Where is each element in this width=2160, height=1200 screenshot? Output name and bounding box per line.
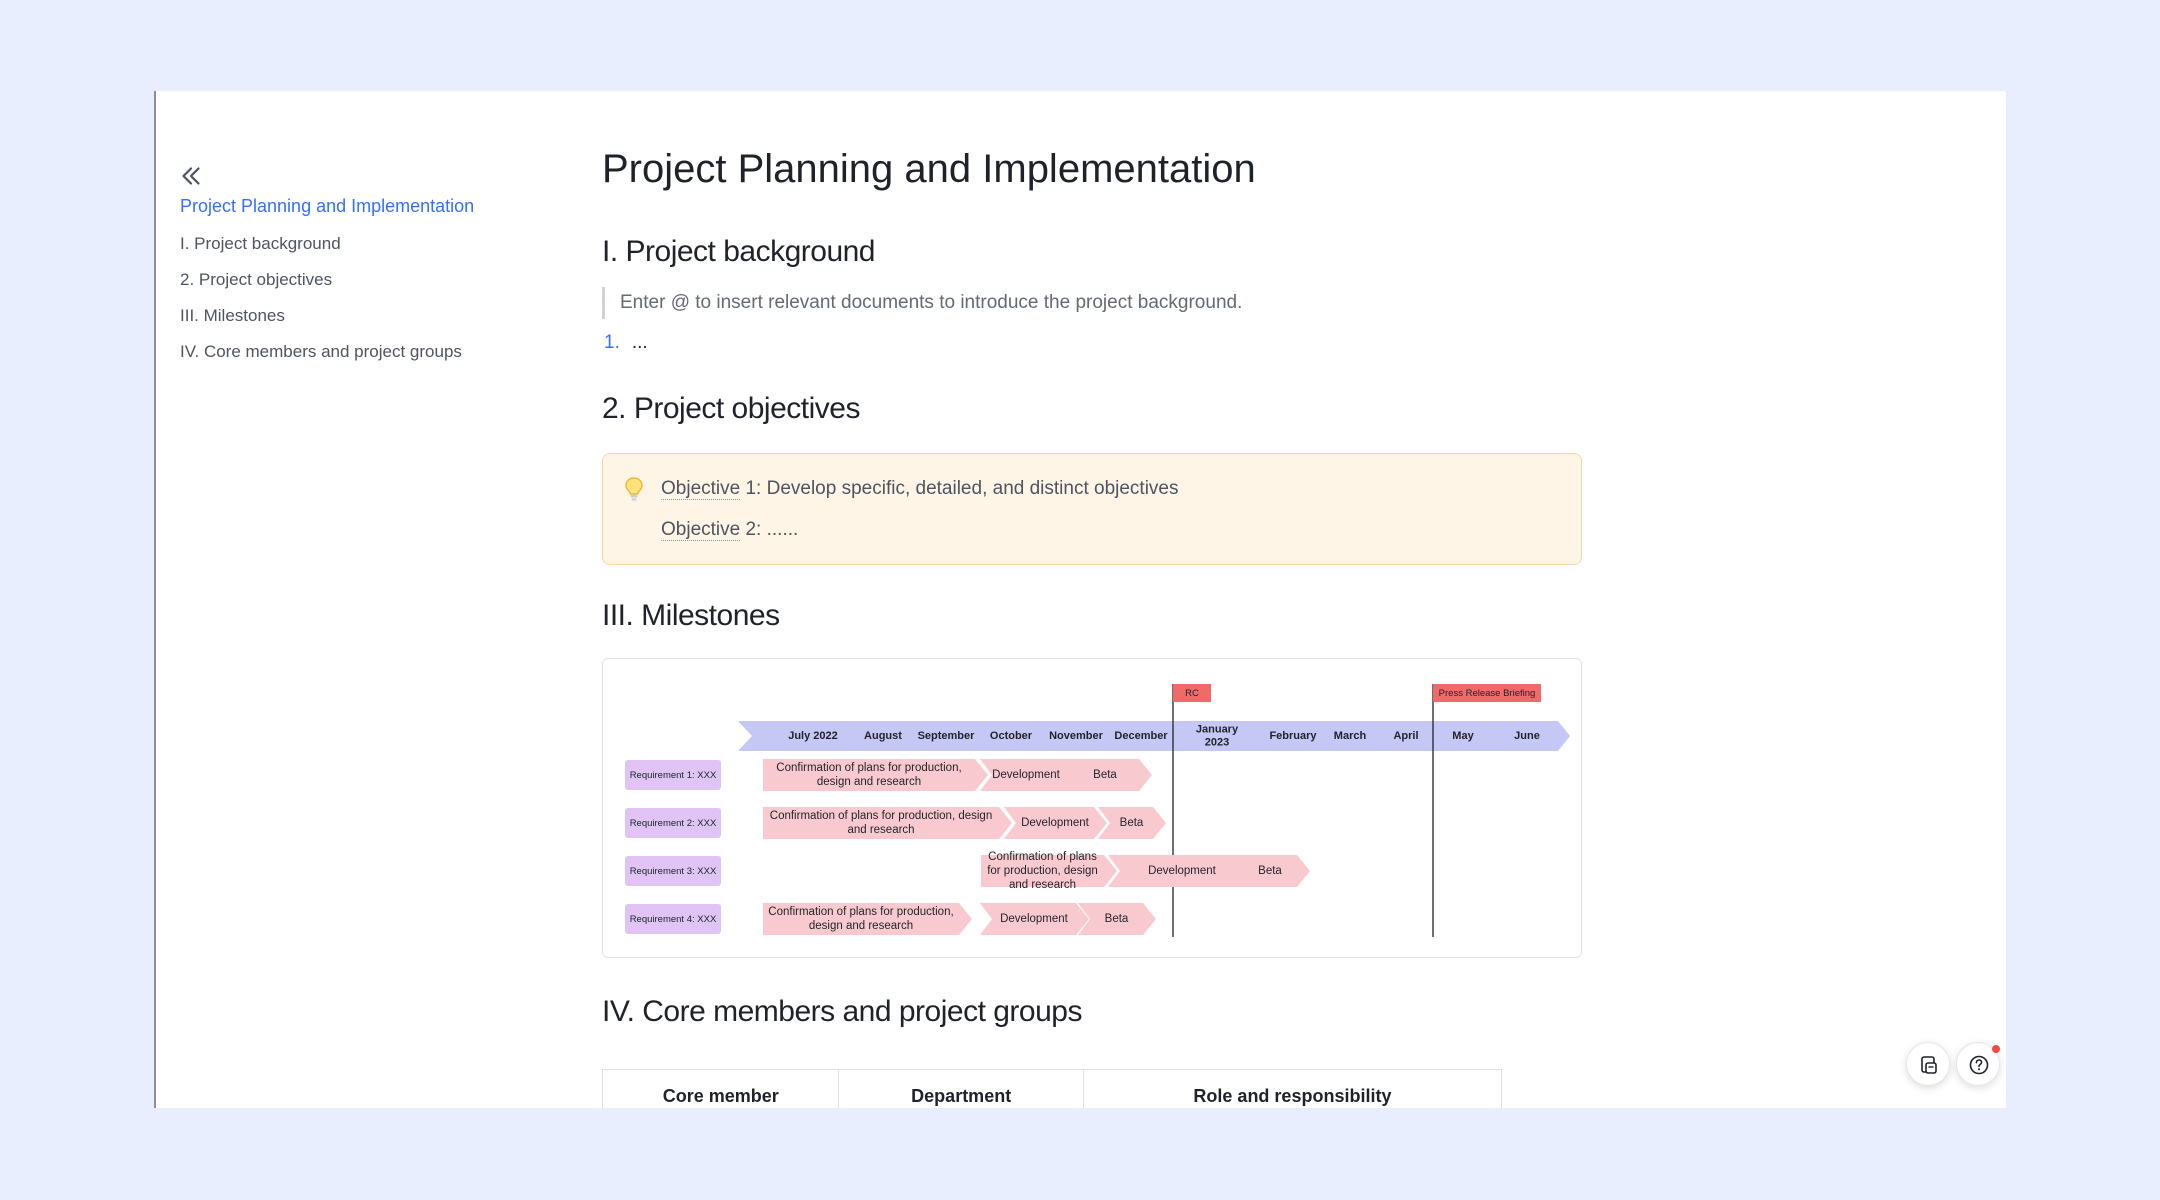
month-label: March (1334, 730, 1367, 742)
phase-chevron (981, 855, 1117, 887)
month-label: February (1269, 730, 1317, 742)
heading-milestones: III. Milestones (602, 599, 780, 632)
objective-1-text: 1: Develop specific, detailed, and disti… (740, 478, 1179, 499)
toc-item-background[interactable]: I. Project background (180, 234, 341, 253)
milestone-flag (1173, 684, 1211, 702)
requirement-label-box (625, 856, 721, 886)
month-label: June (1514, 730, 1540, 742)
phase-chevron (1108, 855, 1257, 887)
table-header-department[interactable]: Department (839, 1070, 1084, 1108)
phase-label: Confirmation of plans for production,des… (776, 762, 961, 788)
requirement-label-box (625, 760, 721, 790)
notification-dot (1992, 1045, 2000, 1053)
objective-1: Objective 1: Develop specific, detailed,… (661, 478, 1179, 500)
callout-block[interactable]: Objective 1: Develop specific, detailed,… (602, 453, 1582, 565)
phase-chevron (1098, 807, 1166, 839)
phase-chevron (980, 903, 1089, 935)
phase-label: Development (1148, 865, 1217, 877)
toc-item-core-members[interactable]: IV. Core members and project groups (180, 342, 462, 361)
phase-label: Beta (1105, 913, 1129, 925)
phase-chevron (1078, 903, 1156, 935)
phase-chevron (763, 759, 988, 791)
phase-label: Confirmation of plans for production,des… (768, 906, 953, 932)
requirement-label-box (625, 904, 721, 934)
phase-chevron (763, 807, 1012, 839)
table-header-role[interactable]: Role and responsibility (1193, 1086, 1392, 1106)
document-action-button[interactable] (1906, 1042, 1950, 1086)
month-label: July 2022 (788, 730, 838, 742)
objective-2: Objective 2: ...... (661, 519, 798, 541)
objective-1-term[interactable]: Objective (661, 478, 741, 500)
toc-item-milestones[interactable]: III. Milestones (180, 306, 285, 325)
month-label: December (1114, 730, 1168, 742)
month-label: October (990, 730, 1033, 742)
document-icon (1921, 1056, 1937, 1074)
phase-chevron (1004, 807, 1107, 839)
core-members-table: Core member Department Role and responsi… (602, 1069, 1502, 1108)
phase-label: Confirmation of plans for production, de… (770, 810, 992, 836)
phase-chevron (1059, 759, 1152, 791)
month-label: May (1452, 730, 1474, 742)
phase-label: Beta (1120, 817, 1144, 829)
phase-label: Beta (1258, 865, 1282, 877)
ordered-list-item[interactable]: 1.... (604, 332, 648, 354)
page-title: Project Planning and Implementation (602, 147, 1256, 191)
requirement-label: Requirement 4: XXX (630, 914, 717, 925)
list-number: 1. (604, 332, 620, 353)
milestone-flag-label: Press Release Briefing (1439, 688, 1536, 699)
objective-2-text: 2: ...... (740, 519, 799, 540)
document-window: Project Planning and Implementation I. P… (154, 91, 2006, 1108)
phase-chevron (763, 903, 972, 935)
lightbulb-icon (625, 477, 643, 501)
toc-item-title[interactable]: Project Planning and Implementation (180, 196, 475, 216)
month-label: September (918, 730, 976, 742)
requirement-label: Requirement 2: XXX (630, 818, 717, 829)
month-label: August (864, 730, 902, 742)
heading-project-objectives: 2. Project objectives (602, 392, 860, 425)
help-icon (1969, 1055, 1989, 1075)
quote-block[interactable]: Enter @ to insert relevant documents to … (602, 287, 1242, 319)
heading-project-background: I. Project background (602, 235, 876, 268)
timeline-header-arrow (738, 721, 1570, 751)
objective-2-term[interactable]: Objective (661, 519, 741, 541)
requirement-label-box (625, 808, 721, 838)
milestone-flag-label: RC (1185, 688, 1199, 699)
phase-label: Development (1000, 913, 1069, 925)
collapse-sidebar-icon[interactable] (176, 161, 206, 191)
phase-chevron (980, 759, 1073, 791)
requirement-label: Requirement 3: XXX (630, 866, 717, 877)
month-label: April (1393, 730, 1418, 742)
phase-chevron (1231, 855, 1310, 887)
phase-label: Beta (1093, 769, 1117, 781)
phase-label: Development (1021, 817, 1090, 829)
phase-label: Development (992, 769, 1061, 781)
list-text: ... (631, 332, 648, 353)
milestone-flag (1433, 684, 1541, 702)
table-header-core-member[interactable]: Core member (603, 1070, 840, 1108)
month-label: November (1049, 730, 1104, 742)
heading-core-members: IV. Core members and project groups (602, 995, 1082, 1028)
requirement-label: Requirement 1: XXX (630, 770, 717, 781)
toc-item-objectives[interactable]: 2. Project objectives (180, 270, 333, 289)
